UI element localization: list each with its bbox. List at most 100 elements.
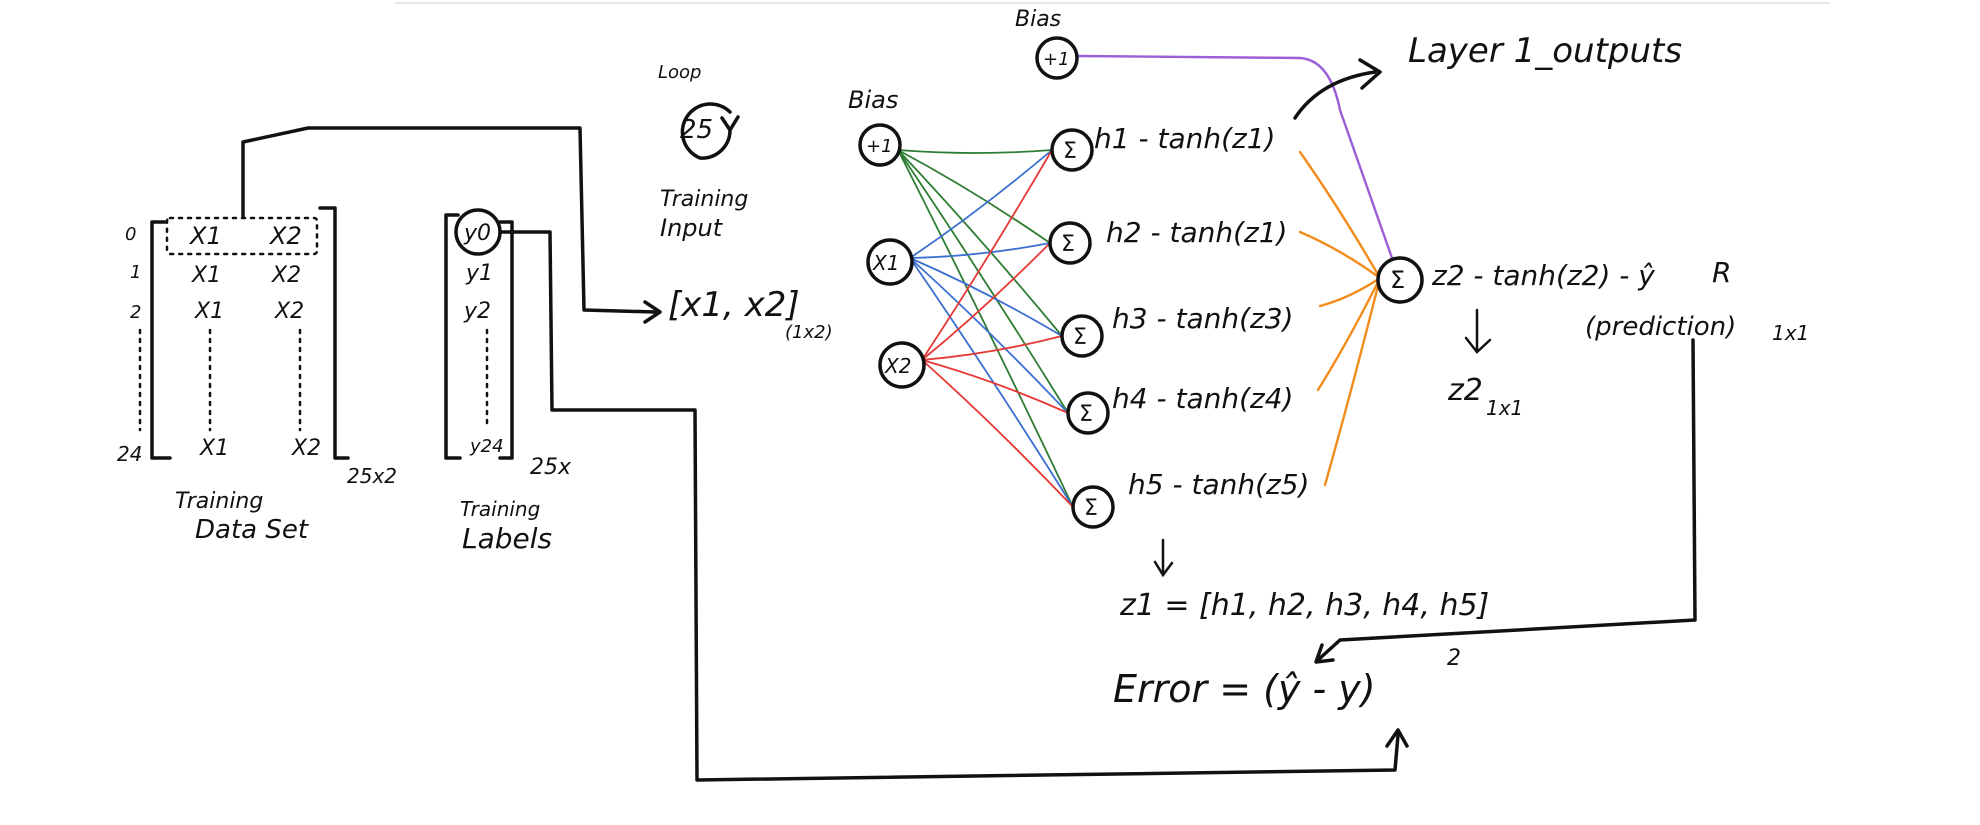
training-input-shape: (1x2) <box>785 322 833 343</box>
prediction-shape: 1x1 <box>1772 321 1809 345</box>
error-formula: Error = (ŷ - y) <box>1113 667 1376 711</box>
layer1-pointer-arrow <box>1293 70 1377 120</box>
hidden-node-5-label: h5 - tanh(z5) <box>1128 468 1309 501</box>
layer1-pointer-arrowhead-icon <box>1358 58 1382 90</box>
label-y0: y0 <box>463 221 491 246</box>
label-flow-arrowhead <box>1385 728 1409 748</box>
z2-label: z2 <box>1447 373 1483 408</box>
edge-bias-to-hidden-1 <box>897 149 1053 154</box>
row-index-0: 0 <box>125 224 136 245</box>
hidden-node-4-symbol: Σ <box>1079 402 1093 427</box>
edge-bias-to-hidden-3 <box>897 149 1063 337</box>
hidden-node-5-symbol: Σ <box>1084 496 1098 521</box>
input-layer: Bias +1 X1 X2 <box>848 86 926 389</box>
layer1-outputs-label: Layer 1_outputs <box>1408 31 1682 71</box>
row-index-1: 1 <box>130 262 141 283</box>
hidden-node-4 <box>1066 391 1110 435</box>
x2-cell: X2 <box>291 436 321 461</box>
loop-circle <box>680 102 732 160</box>
row-index-24: 24 <box>117 442 142 466</box>
x1-cell: X1 <box>194 299 224 324</box>
edge-x1-to-hidden-5 <box>909 257 1074 508</box>
label-y2: y2 <box>463 299 491 324</box>
hidden-node-3-label: h3 - tanh(z3) <box>1112 302 1293 335</box>
hidden-node-1-label: h1 - tanh(z1) <box>1094 122 1275 155</box>
output-bias: Bias +1 <box>1015 7 1079 80</box>
output-bias-label: Bias <box>1015 7 1061 32</box>
edge-bias-to-hidden-4 <box>897 149 1069 414</box>
edge-x1-to-hidden-4 <box>909 257 1069 414</box>
label-flow-line <box>498 230 1400 782</box>
edge-bias-to-hidden-5 <box>897 149 1074 508</box>
edge-x1-to-hidden-3 <box>909 257 1063 337</box>
dataset-title-line1: Training <box>175 489 263 514</box>
training-data-set: 0 1 2 24 X1 X2 X1 X2 X1 X2 X1 X2 25x2 Tr… <box>117 206 397 545</box>
hidden-node-1 <box>1050 128 1094 172</box>
x1-cell: X1 <box>199 436 229 461</box>
row-index-2: 2 <box>130 302 141 323</box>
edge-x1-to-hidden-1 <box>909 149 1053 259</box>
edge-x2-to-hidden-4 <box>921 359 1069 414</box>
edge-hidden-5-to-output <box>1323 276 1382 487</box>
input-flow-arrowhead <box>643 300 662 324</box>
edge-hidden-1-to-output <box>1298 150 1382 280</box>
label-y24: y24 <box>469 436 504 457</box>
z1-down-arrowhead-icon <box>1153 560 1174 578</box>
edge-x1-to-hidden-2 <box>909 242 1051 259</box>
labels-title-line1: Training <box>460 497 540 521</box>
label-y1: y1 <box>465 261 493 286</box>
output-bias-node <box>1035 36 1079 80</box>
training-input: Training Input [x1, x2] (1x2) <box>660 187 833 343</box>
dataset-shape: 25x2 <box>347 464 397 488</box>
x2-cell: X2 <box>271 263 301 288</box>
output-layer: Σ z2 - tanh(z2) - ŷ R (prediction) 1x1 z… <box>1376 256 1809 420</box>
input-flow-line <box>241 126 657 314</box>
hidden-node-1-symbol: Σ <box>1063 139 1077 164</box>
hidden-layer: Σ h1 - tanh(z1) Σ h2 - tanh(z1) Σ h3 - t… <box>1048 122 1309 529</box>
error-power: 2 <box>1447 646 1461 671</box>
hidden-node-3 <box>1060 314 1104 358</box>
training-input-vector: [x1, x2] <box>668 285 800 325</box>
x1-input-label: X1 <box>872 251 899 275</box>
input-bias-label: Bias <box>848 86 898 114</box>
output-node <box>1376 256 1424 304</box>
labels-shape: 25x <box>530 455 572 480</box>
loop-block: Loop 25 <box>658 62 740 160</box>
hidden-node-2 <box>1048 221 1092 265</box>
z2-shape: 1x1 <box>1486 396 1523 420</box>
flow-lines <box>241 126 1697 782</box>
input-bias-node <box>858 123 902 167</box>
edge-x2-to-hidden-1 <box>921 149 1053 361</box>
input-bias-value: +1 <box>866 136 893 157</box>
hidden-node-5 <box>1071 485 1115 529</box>
x2-input-label: X2 <box>884 354 911 378</box>
loop-arrowhead-icon <box>720 115 740 132</box>
edge-hidden-4-to-output <box>1316 276 1382 392</box>
edge-hidden-2-to-output <box>1298 230 1382 280</box>
prediction-label: (prediction) <box>1585 312 1736 342</box>
output-bias-value: +1 <box>1043 49 1070 70</box>
edge-hidden-3-to-output <box>1318 276 1382 308</box>
training-input-title-line1: Training <box>660 187 748 212</box>
x2-cell: X2 <box>268 222 302 250</box>
training-labels: y0 y1 y2 y24 25x Training Labels <box>444 208 572 555</box>
output-label: z2 - tanh(z2) - ŷ <box>1431 259 1655 292</box>
output-suffix: R <box>1712 256 1731 289</box>
training-input-title-line2: Input <box>660 214 724 242</box>
output-node-symbol: Σ <box>1390 266 1405 294</box>
hidden-node-2-label: h2 - tanh(z1) <box>1106 216 1287 249</box>
edge-bias-to-hidden-2 <box>897 149 1051 244</box>
edge-output-bias-to-output <box>1077 54 1394 260</box>
loop-count: 25 <box>680 115 713 145</box>
x2-cell: X2 <box>274 299 304 324</box>
z1-vector: z1 = [h1, h2, h3, h4, h5] <box>1119 588 1489 623</box>
dataset-title-line2: Data Set <box>195 515 309 545</box>
z2-down-arrowhead-icon <box>1464 336 1492 354</box>
x1-input-node <box>866 238 914 286</box>
x1-cell: X1 <box>191 263 221 288</box>
hidden-node-3-symbol: Σ <box>1073 325 1087 350</box>
edge-x2-to-hidden-5 <box>921 359 1074 508</box>
edge-x2-to-hidden-3 <box>921 335 1063 361</box>
hidden-node-4-label: h4 - tanh(z4) <box>1112 382 1293 415</box>
